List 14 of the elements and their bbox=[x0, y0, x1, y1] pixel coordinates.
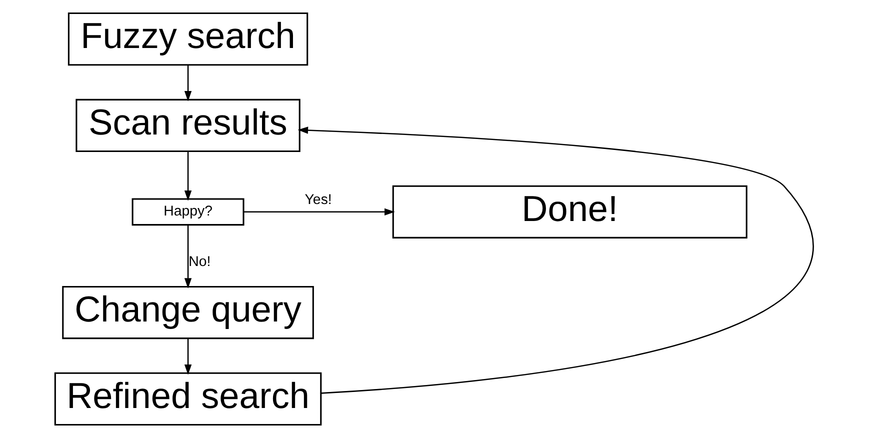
edge-label: No! bbox=[188, 254, 211, 270]
node-box: Fuzzy search bbox=[68, 12, 308, 66]
arrow bbox=[244, 208, 395, 216]
node-box: Happy? bbox=[132, 198, 244, 226]
node-box: Done! bbox=[392, 185, 748, 238]
edge-label: Yes! bbox=[304, 192, 332, 208]
arrow bbox=[184, 224, 192, 288]
arrow bbox=[298, 126, 812, 394]
arrow bbox=[184, 151, 192, 201]
node-box: Change query bbox=[62, 286, 314, 340]
arrow bbox=[184, 65, 192, 102]
node-box: Refined search bbox=[54, 372, 322, 426]
arrow bbox=[184, 338, 192, 375]
node-box: Scan results bbox=[76, 98, 300, 152]
